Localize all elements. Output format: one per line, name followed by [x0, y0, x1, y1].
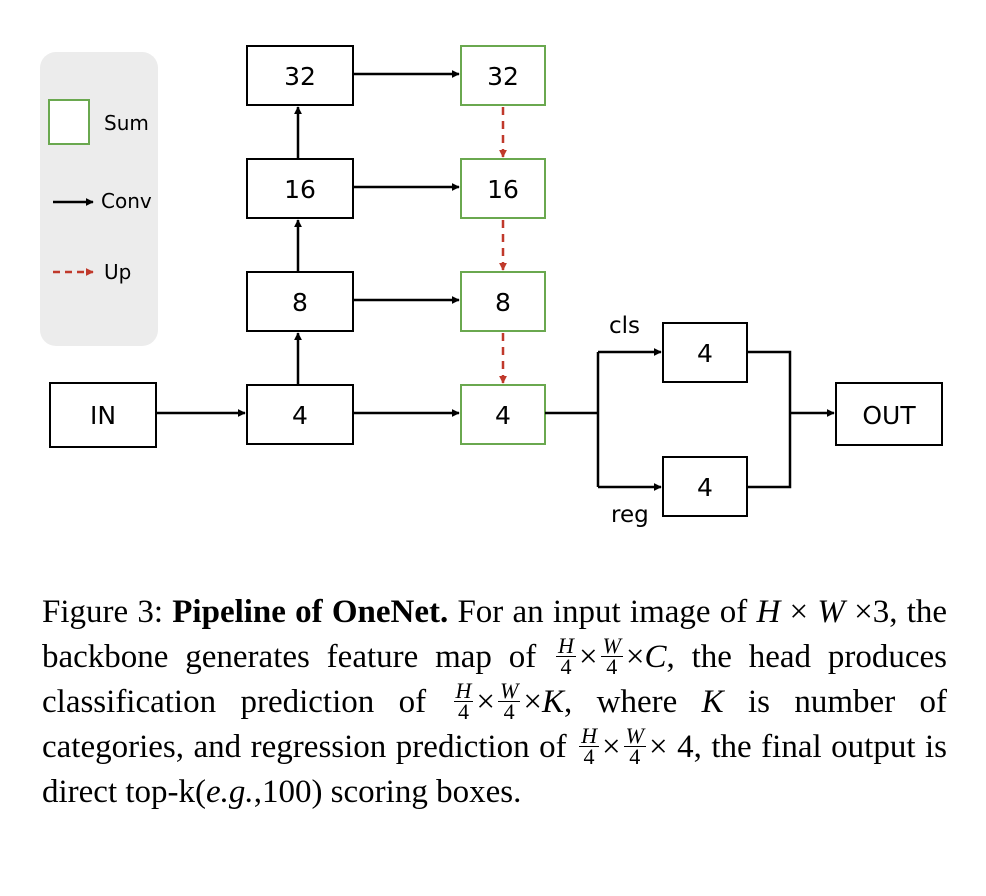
frac-den: 4 [457, 698, 469, 724]
sum-box-32 [460, 45, 546, 106]
math-times: × [854, 594, 873, 630]
frac-num: H [556, 632, 576, 658]
math-W: W [817, 594, 845, 630]
math-H: H [756, 594, 781, 630]
frac-den: 4 [583, 743, 595, 769]
head-reg-box [662, 456, 748, 517]
frac-num: W [498, 677, 521, 703]
sum-label-32: 32 [487, 62, 519, 91]
frac-num: H [453, 677, 474, 703]
caption-eg: e.g. [206, 774, 254, 810]
sum-box-4 [460, 384, 546, 445]
backbone-label-16: 16 [284, 175, 316, 204]
conv-arrows [156, 70, 835, 491]
input-box [49, 382, 157, 448]
backbone-box-4 [246, 384, 354, 445]
frac-den: 4 [606, 653, 618, 679]
math-K: K [701, 684, 724, 720]
frac-num: H [579, 722, 599, 748]
sum-box-8 [460, 271, 546, 332]
math-comma: , [563, 684, 573, 720]
frac-den: 4 [560, 653, 572, 679]
math-C: C [644, 639, 667, 675]
sum-label-8: 8 [495, 288, 511, 317]
math-times: × [523, 684, 542, 720]
math-K: K [541, 684, 564, 720]
math-times: × [625, 639, 645, 675]
frac-num: W [600, 632, 623, 658]
reg-branch-label: reg [611, 502, 649, 528]
frac-den: 4 [503, 698, 515, 724]
backbone-label-4: 4 [292, 401, 308, 430]
figure-caption: Figure 3: Pipeline of OneNet. For an inp… [42, 590, 947, 815]
math-times: × [578, 639, 598, 675]
legend-conv-label: Conv [101, 189, 152, 213]
caption-text-1: For an input image of [457, 594, 748, 630]
backbone-box-16 [246, 158, 354, 219]
cls-branch-label: cls [609, 313, 640, 339]
caption-text-2: 3, the backbone generates feature map of [42, 594, 948, 675]
frac-den: 4 [629, 743, 641, 769]
output-label: OUT [862, 401, 916, 430]
frac-num: W [623, 722, 646, 748]
backbone-label-32: 32 [284, 62, 316, 91]
head-cls-label: 4 [697, 339, 713, 368]
backbone-box-8 [246, 271, 354, 332]
caption-text-6: 4, the final output is direct top-k( [42, 729, 948, 810]
sum-box-16 [460, 158, 546, 219]
sum-label-16: 16 [487, 175, 519, 204]
math-times: × [602, 729, 621, 765]
head-reg-label: 4 [697, 473, 713, 502]
output-box [835, 382, 943, 446]
connector-cls-to-merge [747, 350, 792, 489]
math-times: × [476, 684, 496, 720]
math-times: × [789, 594, 809, 630]
input-label: IN [90, 401, 116, 430]
head-cls-box [662, 322, 748, 383]
caption-title: Pipeline of OneNet. [172, 594, 449, 630]
backbone-label-8: 8 [292, 288, 308, 317]
backbone-box-32 [246, 45, 354, 106]
caption-text-3: the head produces classification predict… [42, 639, 947, 720]
math-comma: , [666, 639, 675, 675]
caption-text-4: where [596, 684, 678, 720]
legend-sum-swatch [48, 99, 90, 145]
pipeline-diagram: Sum Conv Up IN 32 16 8 4 32 16 8 4 4 4 O… [40, 45, 943, 528]
legend: Sum Conv Up [40, 52, 158, 346]
math-times: × [648, 729, 668, 765]
caption-text-7: ,100) scoring boxes. [253, 774, 522, 810]
caption-lead: Figure 3: [42, 594, 164, 630]
legend-sum-label: Sum [104, 111, 149, 135]
sum-label-4: 4 [495, 401, 511, 430]
caption-text-5: is number of categories, and regression … [42, 684, 948, 765]
legend-up-label: Up [104, 260, 131, 284]
